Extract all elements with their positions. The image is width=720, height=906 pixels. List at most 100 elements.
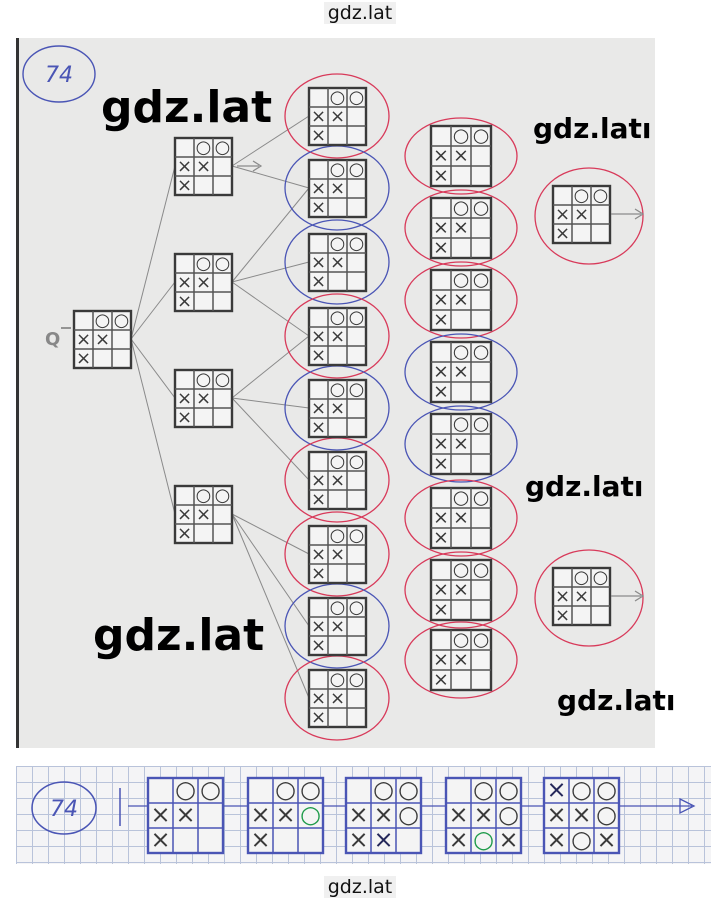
board-mark: × bbox=[596, 826, 616, 854]
board-mark: ○ bbox=[330, 525, 346, 546]
board-mark: × bbox=[177, 272, 192, 293]
board-mark: ○ bbox=[349, 451, 365, 472]
board-mark: ○ bbox=[473, 776, 494, 804]
board-mark: × bbox=[196, 388, 211, 409]
caption-bottom: gdz.lat bbox=[0, 876, 720, 898]
watermark-5: gdz.latı bbox=[557, 684, 676, 717]
strip-number-circle bbox=[31, 781, 97, 835]
board-mark: ○ bbox=[330, 597, 346, 618]
board-mark: × bbox=[555, 204, 570, 225]
board-mark: ○ bbox=[571, 826, 592, 854]
board-frame bbox=[307, 596, 368, 657]
board-mark: × bbox=[196, 272, 211, 293]
board-mark: × bbox=[330, 688, 345, 709]
board-mark: × bbox=[433, 527, 449, 549]
board-mark: ○ bbox=[453, 197, 470, 219]
board-mark: × bbox=[330, 178, 345, 199]
board-mark: ○ bbox=[175, 776, 196, 804]
board-mark: ○ bbox=[349, 307, 365, 328]
board-mark: × bbox=[453, 361, 469, 383]
photo-strip: 74○○×××○○××○×○○××○××○○××○×○××○○××○×○× bbox=[16, 766, 711, 864]
board-level3: ○○××× bbox=[429, 268, 493, 332]
board-mark: × bbox=[150, 801, 170, 829]
watermark-4: gdz.lat bbox=[93, 610, 265, 661]
board-level2: ○○××× bbox=[307, 306, 368, 367]
board-level1: ○○××× bbox=[173, 368, 234, 429]
board-frame bbox=[307, 524, 368, 585]
board-mark: × bbox=[177, 523, 192, 544]
board-level2: ○○××× bbox=[307, 596, 368, 657]
circle-mark bbox=[404, 405, 518, 483]
board-mark: × bbox=[348, 801, 368, 829]
question-mark: Q bbox=[45, 329, 60, 350]
board-mark: × bbox=[433, 361, 449, 383]
board-mark: ○ bbox=[571, 776, 592, 804]
board-mark: × bbox=[574, 204, 589, 225]
board-mark: ○ bbox=[373, 776, 394, 804]
board-mark: × bbox=[330, 106, 345, 127]
board-level2: ○○××× bbox=[307, 158, 368, 219]
circle-mark bbox=[404, 551, 518, 629]
tree-edge bbox=[231, 513, 310, 627]
board-mark: × bbox=[311, 252, 326, 273]
board-mark: × bbox=[311, 106, 326, 127]
board-mark: × bbox=[453, 433, 469, 455]
board-mark: × bbox=[311, 688, 326, 709]
arrow-head bbox=[252, 160, 263, 172]
board-mark: × bbox=[311, 398, 326, 419]
board-mark: ○ bbox=[473, 629, 490, 651]
board-frame bbox=[173, 368, 234, 429]
strip-board: ○○××○× bbox=[246, 776, 325, 855]
board-mark: ○ bbox=[596, 801, 617, 829]
board-mark: ○ bbox=[473, 125, 490, 147]
circle-mark bbox=[404, 479, 518, 557]
watermark-3: gdz.latı bbox=[525, 470, 644, 503]
board-mark: ○ bbox=[349, 233, 365, 254]
tree-edge bbox=[231, 281, 310, 337]
strip-arrow-head bbox=[679, 797, 696, 815]
tree-edge bbox=[130, 165, 176, 340]
board-mark: × bbox=[76, 348, 91, 369]
board-mark: ○ bbox=[453, 629, 470, 651]
board-level3: ○○××× bbox=[429, 486, 493, 550]
board-mark: × bbox=[311, 489, 326, 510]
board-mark: × bbox=[330, 544, 345, 565]
board-level3: ○○××× bbox=[429, 125, 493, 188]
board-mark: × bbox=[311, 125, 326, 146]
board-mark: × bbox=[311, 470, 326, 491]
board-mark: ○ bbox=[473, 269, 490, 291]
board-mark: ○ bbox=[473, 559, 490, 581]
board-mark: × bbox=[555, 223, 570, 244]
board-mark: × bbox=[571, 801, 591, 829]
board-level2: ○○××× bbox=[307, 524, 368, 585]
board-frame bbox=[173, 484, 234, 545]
board-mark: × bbox=[433, 669, 449, 691]
circle-mark bbox=[534, 549, 644, 647]
board-mark: ○ bbox=[473, 826, 494, 854]
board-mark: ○ bbox=[593, 567, 609, 588]
board-mark: ○ bbox=[215, 137, 231, 158]
strip-board: ○○××○×× bbox=[344, 776, 423, 855]
board-frame bbox=[146, 776, 225, 855]
circle-mark bbox=[284, 73, 390, 159]
tree-edge bbox=[231, 397, 310, 481]
circle-mark bbox=[284, 511, 390, 597]
board-mark: × bbox=[177, 291, 192, 312]
board-mark: × bbox=[433, 433, 449, 455]
tree-edge bbox=[231, 513, 310, 699]
strip-board: ×○○××○×○× bbox=[542, 776, 621, 855]
board-mark: × bbox=[555, 605, 570, 626]
board-level4: ○○××× bbox=[551, 566, 612, 627]
tree-edge bbox=[231, 513, 310, 555]
board-mark: × bbox=[453, 217, 469, 239]
board-mark: × bbox=[433, 381, 449, 403]
board-mark: × bbox=[448, 826, 468, 854]
board-frame bbox=[429, 486, 493, 550]
board-frame bbox=[344, 776, 423, 855]
board-mark: ○ bbox=[300, 776, 321, 804]
board-mark: × bbox=[433, 599, 449, 621]
board-frame bbox=[307, 306, 368, 367]
board-frame bbox=[429, 268, 493, 332]
problem-number-circle bbox=[22, 45, 96, 103]
board-mark: ○ bbox=[196, 253, 212, 274]
